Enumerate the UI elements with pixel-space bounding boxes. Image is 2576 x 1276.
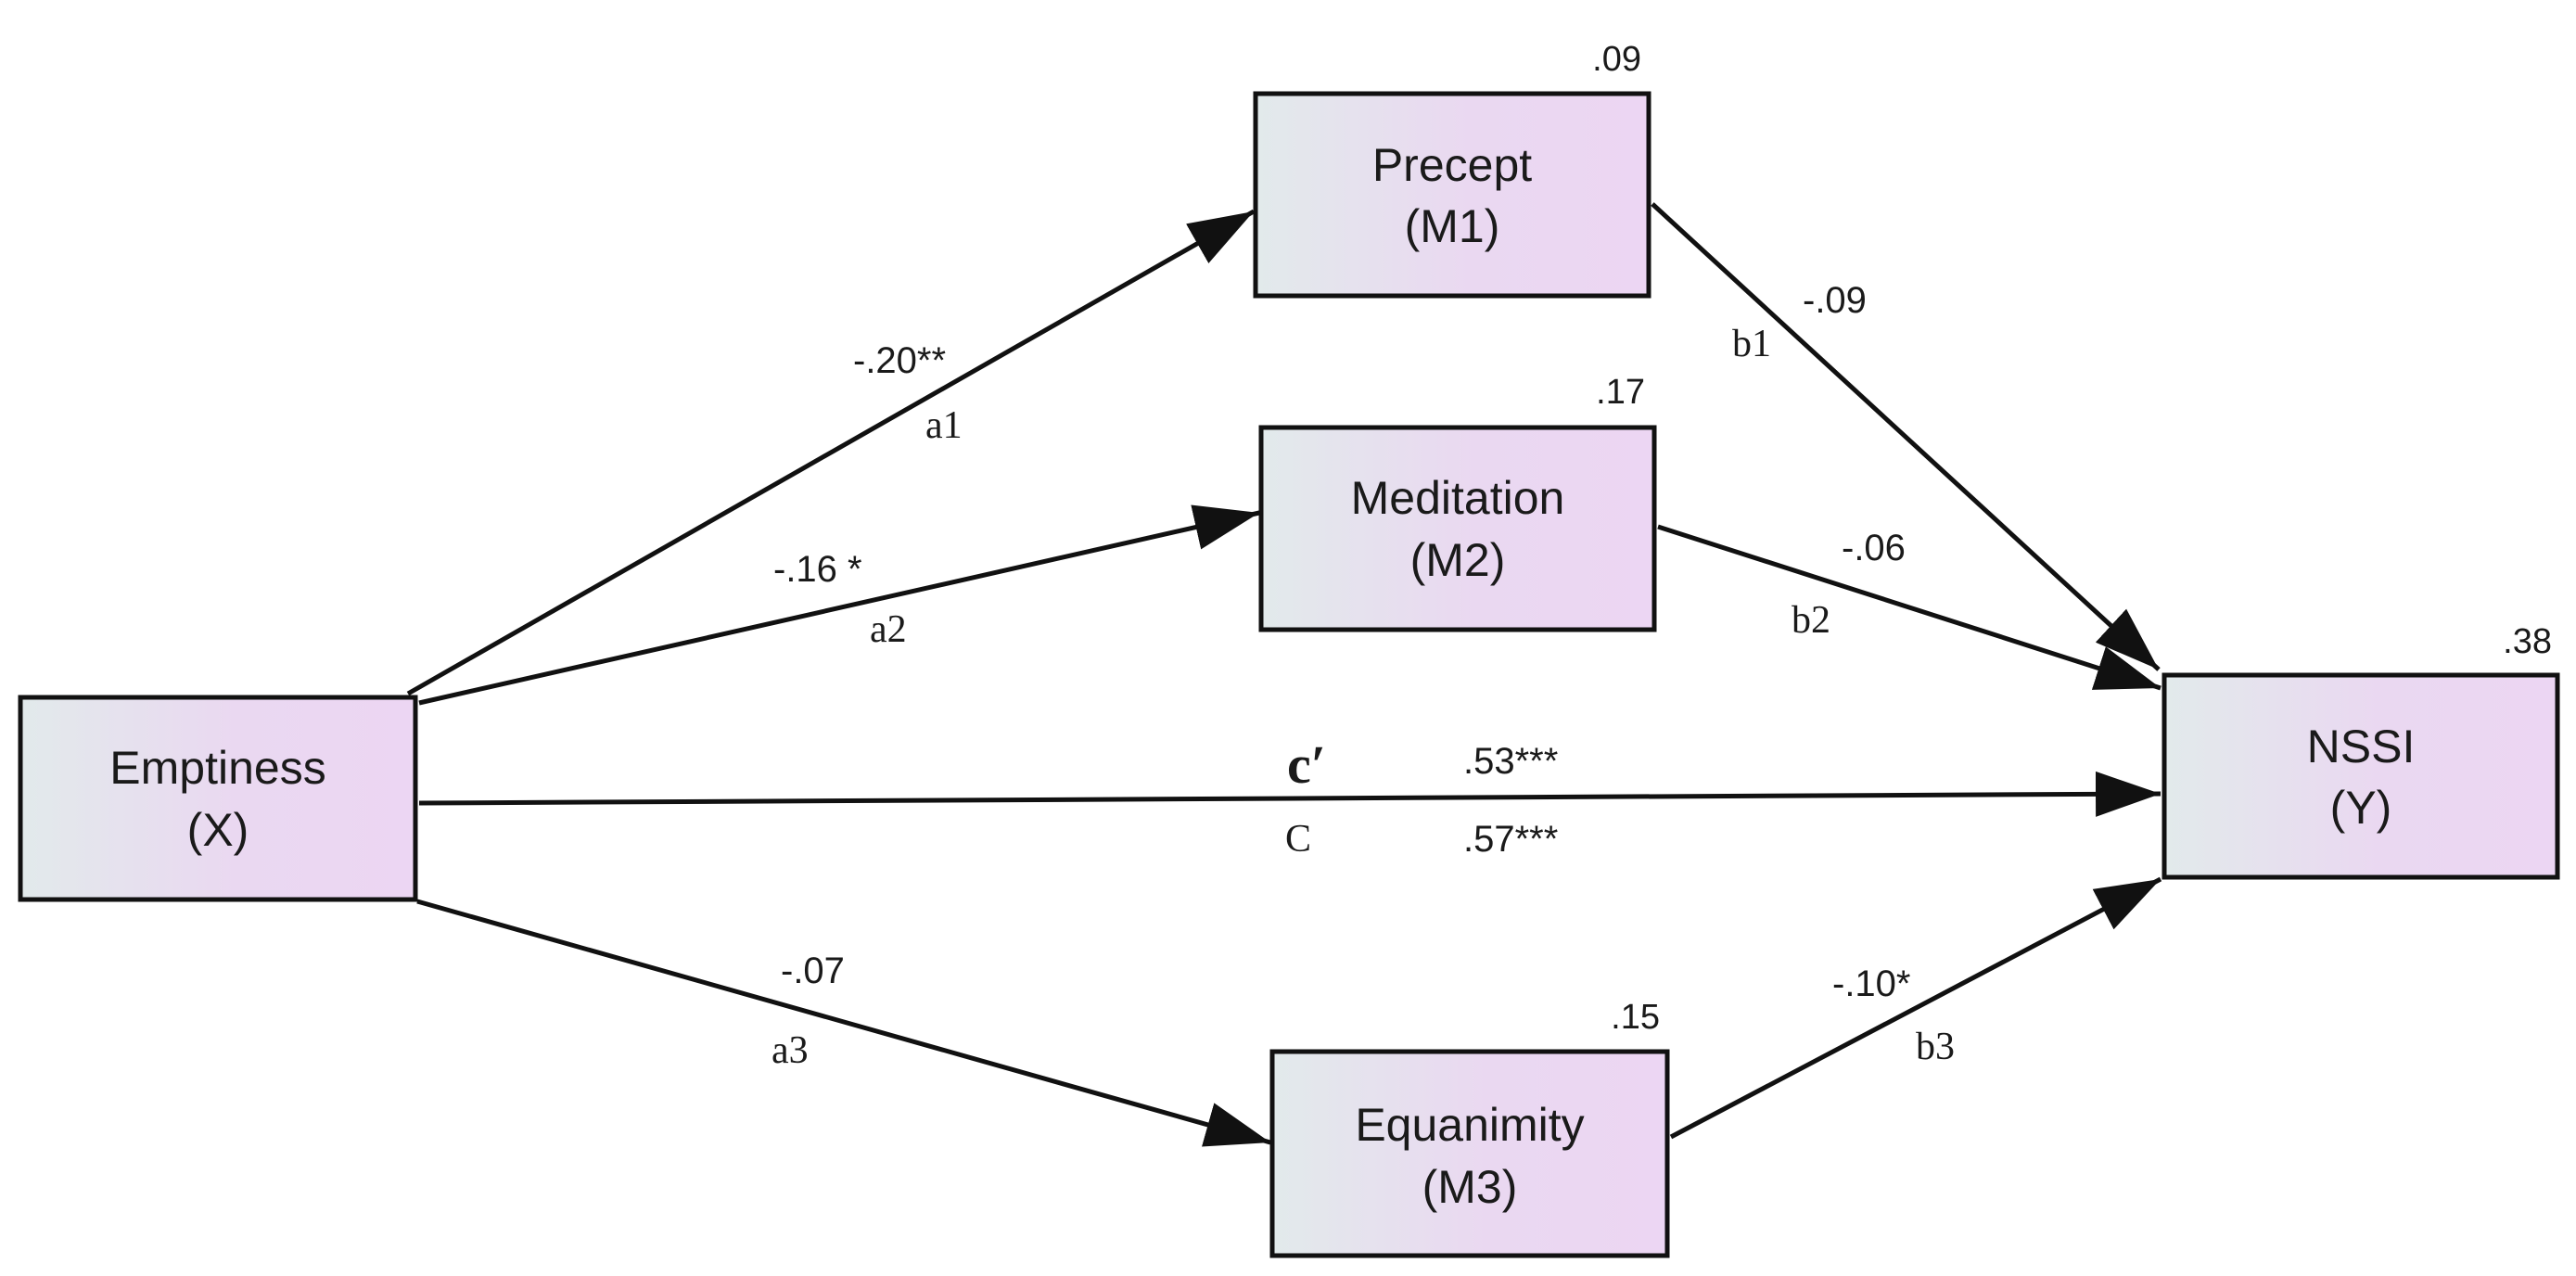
label-a1: a1 [925, 404, 963, 447]
node-nssi-code: (Y) [2330, 782, 2392, 834]
label-b3: b3 [1916, 1026, 1955, 1068]
node-meditation-code: (M2) [1410, 534, 1506, 586]
node-equanimity-name: Equanimity [1355, 1099, 1584, 1151]
node-meditation-box [1258, 425, 1657, 632]
edge-b2 [1657, 524, 2162, 691]
node-precept-box [1253, 91, 1651, 299]
coef-a3: -.07 [781, 951, 845, 991]
coef-c-prime: .53*** [1463, 741, 1558, 782]
node-emptiness-code: (X) [187, 804, 249, 856]
edge-a1 [406, 209, 1256, 696]
node-equanimity-code: (M3) [1422, 1161, 1518, 1213]
label-a2: a2 [870, 608, 907, 651]
label-b1: b1 [1732, 323, 1771, 365]
node-nssi-box [2162, 672, 2560, 880]
node-equanimity-box [1269, 1049, 1670, 1258]
edge-a3 [416, 899, 1271, 1147]
node-nssi-r2: .38 [2503, 622, 2552, 661]
edge-b3 [1669, 876, 2162, 1140]
node-precept-r2: .09 [1592, 40, 1641, 79]
edge-a2 [418, 504, 1260, 706]
coef-b1: -.09 [1803, 280, 1867, 321]
label-c-prime: c′ [1287, 734, 1326, 795]
coef-c: .57*** [1463, 819, 1558, 860]
label-b2: b2 [1792, 599, 1830, 642]
node-meditation: Meditation (M2) .17 [1258, 373, 1657, 632]
node-emptiness-box [18, 695, 418, 902]
coef-b2: -.06 [1842, 528, 1906, 568]
label-c: C [1285, 818, 1311, 861]
node-emptiness-name: Emptiness [109, 742, 325, 794]
coef-a1: -.20** [853, 340, 946, 381]
node-equanimity: Equanimity (M3) .15 [1269, 998, 1670, 1258]
node-equanimity-r2: .15 [1611, 998, 1660, 1037]
node-meditation-r2: .17 [1596, 373, 1645, 412]
node-precept-code: (M1) [1405, 200, 1500, 252]
node-nssi-name: NSSI [2307, 721, 2416, 772]
node-meditation-name: Meditation [1351, 472, 1565, 524]
edge-b1 [1651, 202, 2161, 671]
node-emptiness: Emptiness (X) [18, 695, 418, 902]
coef-b3: -.10* [1832, 963, 1911, 1004]
node-nssi: NSSI (Y) .38 [2162, 622, 2560, 880]
coef-a2: -.16 * [773, 549, 862, 590]
node-precept-name: Precept [1372, 139, 1532, 191]
label-a3: a3 [772, 1029, 809, 1072]
node-precept: Precept (M1) .09 [1253, 40, 1651, 299]
edge-c [418, 771, 2162, 817]
